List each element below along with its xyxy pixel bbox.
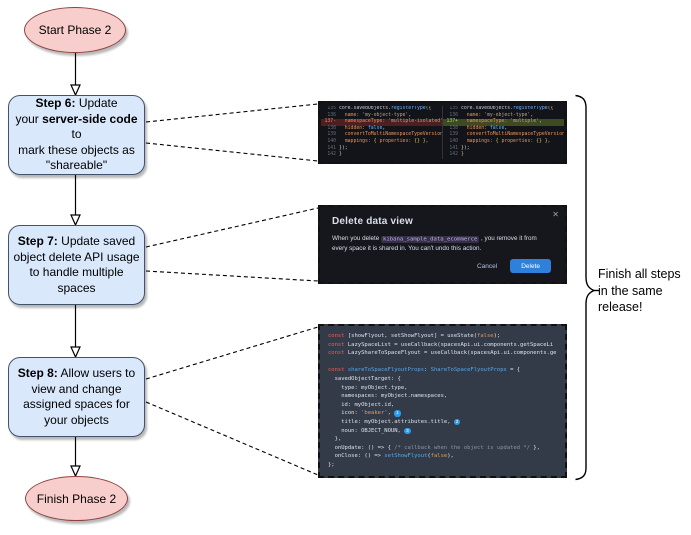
callout-badge-3: 3	[404, 427, 411, 434]
modal-body: When you delete kibana_sample_data_ecomm…	[332, 234, 544, 253]
cancel-button[interactable]: Cancel	[476, 262, 498, 270]
modal-body-text-pre: When you delete	[332, 235, 382, 242]
modal-title: Delete data view	[332, 216, 414, 227]
step6-label: Step 6: Update your server-side code to …	[15, 96, 138, 173]
finish-node: Finish Phase 2	[25, 476, 128, 521]
modal-body-text-post: , you remove it from every space it is s…	[332, 235, 537, 252]
grouping-brace	[575, 94, 599, 481]
callout-connectors	[145, 103, 319, 476]
step6-node: Step 6: Update your server-side code to …	[8, 95, 145, 175]
finish-node-label: Finish Phase 2	[36, 491, 117, 506]
step7-node: Step 7: Update saved object delete API u…	[8, 225, 145, 305]
delete-button[interactable]: Delete	[510, 259, 551, 273]
step7-label: Step 7: Update saved object delete API u…	[13, 234, 140, 295]
data-view-name-chip: kibana_sample_data_ecommerce	[381, 235, 480, 243]
modal-footer: Cancel Delete	[477, 259, 551, 273]
start-node-label: Start Phase 2	[38, 23, 112, 37]
start-node: Start Phase 2	[24, 7, 126, 53]
step8-label: Step 8: Allow users to view and change a…	[17, 366, 136, 427]
flyout-code-screenshot: const [showFlyout, setShowFlyout] = useS…	[318, 324, 567, 478]
delete-modal-screenshot: Delete data view ✕ When you delete kiban…	[318, 205, 567, 284]
close-icon[interactable]: ✕	[552, 210, 559, 219]
callout-badge-1: 1	[394, 410, 401, 417]
step8-node: Step 8: Allow users to view and change a…	[8, 357, 145, 437]
callout-badge-2: 2	[453, 418, 461, 426]
